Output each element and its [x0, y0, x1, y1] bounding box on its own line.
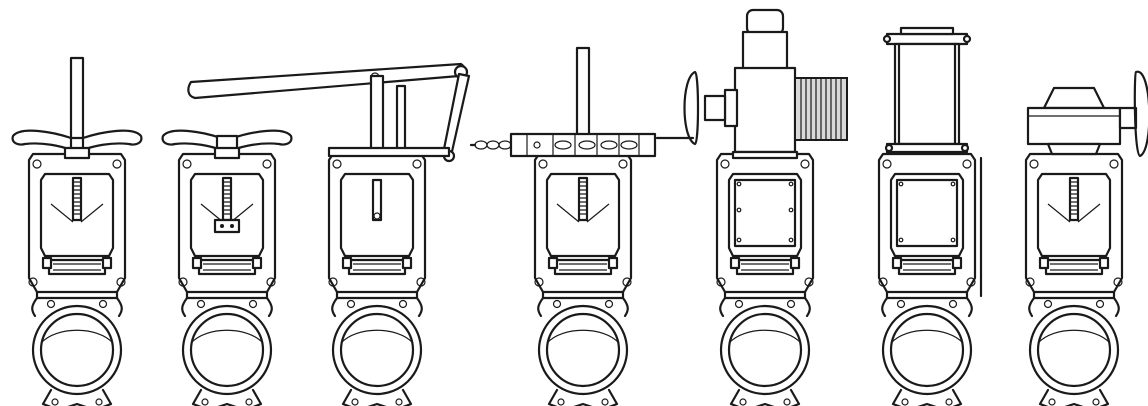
- rising-stem: [69, 56, 85, 152]
- valve-handwheel-non-rising-stem: [161, 129, 293, 406]
- cylinder-icon: [882, 26, 972, 154]
- valve-bevel-gear: [1024, 70, 1148, 406]
- chain-icon: [469, 132, 657, 158]
- stem: [575, 46, 591, 148]
- valve-chainwheel: [469, 46, 657, 406]
- motor-icon: [655, 8, 848, 160]
- valve-handwheel-rising-stem: [11, 56, 143, 406]
- gearbox-icon: [1026, 70, 1148, 158]
- valve-lever: [187, 62, 471, 406]
- lever-icon: [187, 62, 471, 163]
- valve-pneumatic-cylinder: [877, 26, 983, 406]
- valve-electric-motor: [655, 8, 848, 406]
